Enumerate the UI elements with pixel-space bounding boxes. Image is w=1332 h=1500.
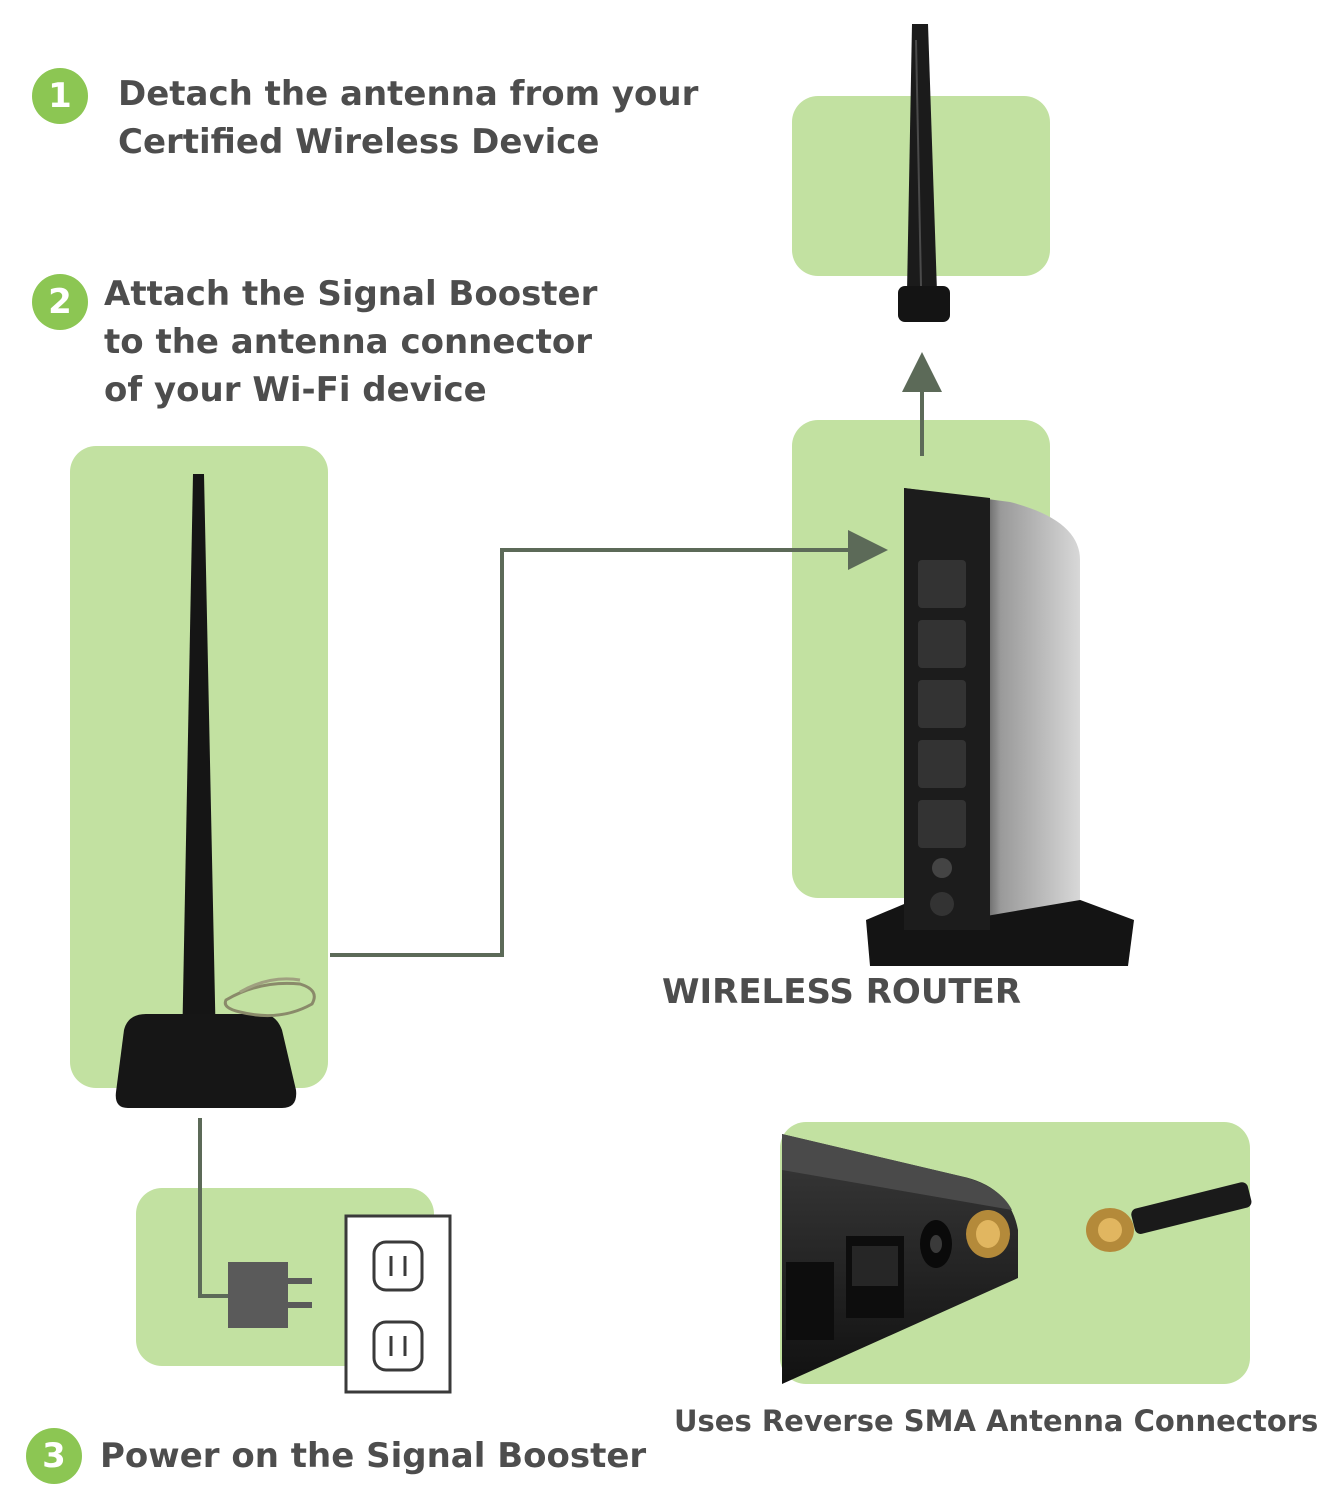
power-cable	[198, 1118, 228, 1298]
step-3-line-1: Power on the Signal Booster	[100, 1436, 647, 1476]
step-1-line-2: Certified Wireless Device	[118, 122, 600, 162]
power-adapter-icon	[228, 1262, 312, 1328]
router-caption: WIRELESS ROUTER	[662, 972, 1022, 1012]
step-3-badge: 3	[26, 1428, 82, 1484]
step-1-line-1: Detach the antenna from your	[118, 74, 699, 114]
wall-outlet-icon	[344, 1214, 452, 1394]
step-2-badge: 2	[32, 274, 88, 330]
step-3-number: 3	[42, 1436, 66, 1476]
step-2-text: Attach the Signal Booster to the antenna…	[104, 270, 597, 414]
signal-booster-icon	[115, 474, 316, 1108]
step-2-number: 2	[48, 282, 72, 322]
stock-antenna-icon	[898, 24, 950, 322]
step-2-line-1: Attach the Signal Booster	[104, 274, 598, 314]
step-3-text: Power on the Signal Booster	[100, 1432, 646, 1480]
step-1-text: Detach the antenna from your Certified W…	[118, 70, 698, 166]
sma-connector-closeup-icon	[782, 1134, 1252, 1384]
step-2-line-3: of your Wi-Fi device	[104, 370, 487, 410]
connectors-caption: Uses Reverse SMA Antenna Connectors	[674, 1404, 1319, 1438]
step-2-line-2: to the antenna connector	[104, 322, 592, 362]
booster-to-router-line	[330, 530, 888, 957]
step-1-number: 1	[48, 76, 72, 116]
step-1-badge: 1	[32, 68, 88, 124]
wireless-router-icon	[866, 488, 1134, 966]
